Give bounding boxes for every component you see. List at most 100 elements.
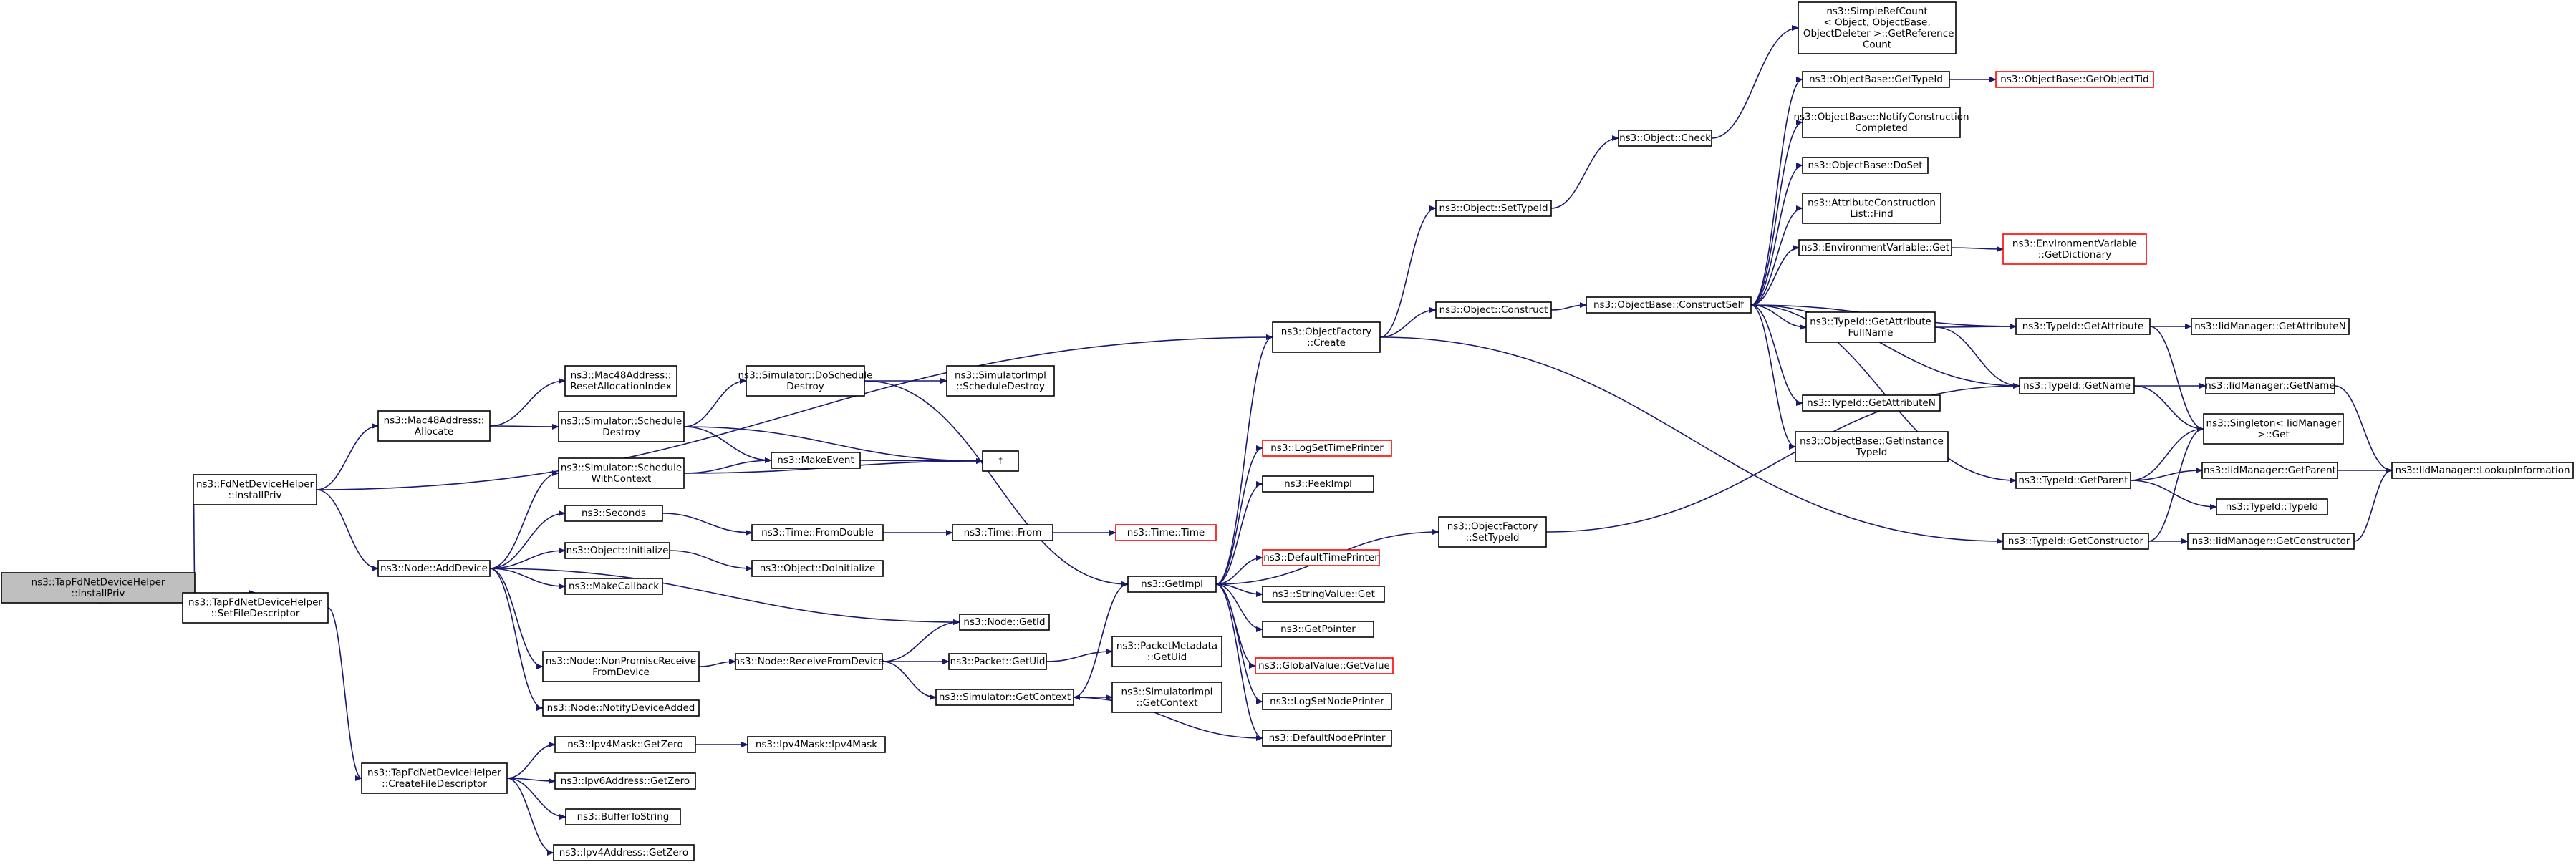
node-objbase-getobjtid[interactable]: ns3::ObjectBase::GetObjectTid — [1995, 71, 2154, 88]
edge-node-recvfrom-to-sim-getcontext — [882, 661, 937, 700]
node-ipv6-getzero[interactable]: ns3::Ipv6Address::GetZero — [554, 772, 696, 790]
node-box — [2015, 318, 2151, 335]
node-iid-getparent[interactable]: ns3::IidManager::GetParent — [2201, 462, 2338, 479]
node-typeid-getctor[interactable]: ns3::TypeId::GetConstructor — [2002, 533, 2149, 550]
node-envvar-get[interactable]: ns3::EnvironmentVariable::Get — [1798, 239, 1952, 256]
node-obj-construct[interactable]: ns3::Object::Construct — [1435, 301, 1552, 319]
node-globalvalue-get[interactable]: ns3::GlobalValue::GetValue — [1255, 657, 1394, 674]
node-packet-getuid[interactable]: ns3::Packet::GetUid — [948, 653, 1047, 670]
node-simimpl-getcontext[interactable]: ns3::SimulatorImpl::GetContext — [1111, 682, 1222, 713]
node-label: ns3::EnvironmentVariable::GetDictionary — [2012, 238, 2137, 261]
node-typeid-getattr[interactable]: ns3::TypeId::GetAttribute — [2015, 318, 2151, 335]
node-box — [1586, 296, 1752, 314]
node-node-getid[interactable]: ns3::Node::GetId — [959, 614, 1050, 631]
node-seconds[interactable]: ns3::Seconds — [564, 505, 663, 522]
node-ipv4mask-ctor[interactable]: ns3::Ipv4Mask::Ipv4Mask — [747, 736, 886, 753]
node-label: ns3::TypeId::GetAttributeN — [1807, 397, 1936, 409]
node-time-from[interactable]: ns3::Time::From — [952, 524, 1053, 541]
node-objbase-gettypeid[interactable]: ns3::ObjectBase::GetTypeId — [1802, 71, 1950, 88]
node-box — [948, 653, 1047, 670]
edge-node-adddevice-to-node-nonpromisc — [489, 568, 544, 669]
node-box — [751, 524, 884, 541]
node-singleton-get[interactable]: ns3::Singleton< IidManager>::Get — [2203, 413, 2344, 445]
node-typeid-typeid[interactable]: ns3::TypeId::TypeId — [2216, 498, 2328, 515]
node-sim-getcontext[interactable]: ns3::Simulator::GetContext — [935, 689, 1074, 706]
node-tap-createfd[interactable]: ns3::TapFdNetDeviceHelper::CreateFileDes… — [361, 762, 508, 794]
node-iid-getattrn[interactable]: ns3::IidManager::GetAttributeN — [2191, 318, 2350, 335]
node-obj-settypeid[interactable]: ns3::Object::SetTypeId — [1435, 200, 1552, 217]
node-label: ns3::Ipv4Mask::GetZero — [567, 739, 682, 750]
node-typeid-getattrn[interactable]: ns3::TypeId::GetAttributeN — [1802, 394, 1941, 412]
node-obj-doinit[interactable]: ns3::Object::DoInitialize — [751, 560, 884, 577]
node-box — [377, 560, 491, 577]
edge-sim-scheddestroy-to-makeevent — [683, 426, 772, 463]
edge-objfactory-settypeid-to-typeid-getname — [1545, 383, 2020, 533]
node-fd-installpriv[interactable]: ns3::FdNetDeviceHelper::InstallPriv — [193, 474, 317, 505]
node-node-adddevice[interactable]: ns3::Node::AddDevice — [377, 560, 491, 577]
node-box — [377, 410, 491, 442]
node-getimpl[interactable]: ns3::GetImpl — [1127, 576, 1217, 593]
node-defaultnode[interactable]: ns3::DefaultNodePrinter — [1262, 730, 1392, 747]
node-typeid-getname[interactable]: ns3::TypeId::GetName — [2019, 377, 2135, 394]
node-label: ns3::IidManager::GetAttributeN — [2194, 321, 2345, 332]
node-box — [1111, 682, 1222, 713]
node-time-fromdouble[interactable]: ns3::Time::FromDouble — [751, 524, 884, 541]
node-iid-lookup[interactable]: ns3::IidManager::LookupInformation — [2391, 462, 2574, 479]
node-label: ns3::IidManager::GetConstructor — [2192, 536, 2350, 547]
node-label: ns3::Singleton< IidManager>::Get — [2206, 417, 2341, 440]
node-root[interactable]: ns3::TapFdNetDeviceHelper::InstallPriv — [1, 572, 196, 604]
node-box — [2201, 462, 2338, 479]
node-label: ns3::IidManager::LookupInformation — [2395, 465, 2570, 476]
node-ipv4addr-getzero[interactable]: ns3::Ipv4Address::GetZero — [553, 844, 695, 861]
node-iid-getname[interactable]: ns3::IidManager::GetName — [2205, 377, 2335, 394]
node-buffertostring[interactable]: ns3::BufferToString — [565, 808, 681, 825]
node-box — [2205, 377, 2335, 394]
node-packetmeta-getuid[interactable]: ns3::PacketMetadata::GetUid — [1111, 636, 1222, 667]
node-mac-reset[interactable]: ns3::Mac48Address::ResetAllocationIndex — [564, 365, 677, 397]
node-simplerefcount[interactable]: ns3::SimpleRefCount< Object, ObjectBase,… — [1798, 1, 1957, 54]
node-box — [2015, 472, 2131, 489]
node-iid-getctor[interactable]: ns3::IidManager::GetConstructor — [2187, 533, 2355, 550]
node-stringvalue-get[interactable]: ns3::StringValue::Get — [1262, 586, 1385, 603]
node-time-time[interactable]: ns3::Time::Time — [1115, 524, 1217, 541]
node-box — [952, 524, 1053, 541]
node-getpointer[interactable]: ns3::GetPointer — [1262, 621, 1374, 638]
node-objfactory-settypeid[interactable]: ns3::ObjectFactory::SetTypeId — [1438, 516, 1547, 548]
node-typeid-getparent[interactable]: ns3::TypeId::GetParent — [2015, 472, 2131, 489]
node-simimpl-scheddestroy[interactable]: ns3::SimulatorImpl::ScheduleDestroy — [946, 365, 1055, 397]
node-f[interactable]: f — [982, 450, 1019, 472]
node-objfactory-create[interactable]: ns3::ObjectFactory::Create — [1272, 321, 1381, 353]
node-ipv4mask-getzero[interactable]: ns3::Ipv4Mask::GetZero — [554, 736, 696, 753]
node-objbase-constructself[interactable]: ns3::ObjectBase::ConstructSelf — [1586, 296, 1752, 314]
node-tap-setfd[interactable]: ns3::TapFdNetDeviceHelper::SetFileDescri… — [182, 592, 329, 624]
node-makeevent[interactable]: ns3::MakeEvent — [771, 452, 861, 469]
node-envvar-getdict[interactable]: ns3::EnvironmentVariable::GetDictionary — [2002, 233, 2147, 265]
node-node-notify[interactable]: ns3::Node::NotifyDeviceAdded — [542, 699, 700, 717]
node-objbase-doset[interactable]: ns3::ObjectBase::DoSet — [1802, 157, 1929, 174]
edge-getimpl-to-logsettime — [1215, 445, 1263, 585]
node-mac-allocate[interactable]: ns3::Mac48Address::Allocate — [377, 410, 491, 442]
node-logsettime[interactable]: ns3::LogSetTimePrinter — [1262, 440, 1392, 457]
node-node-recvfrom[interactable]: ns3::Node::ReceiveFromDevice — [733, 653, 884, 670]
node-obj-check[interactable]: ns3::Object::Check — [1618, 130, 1712, 147]
node-obj-init[interactable]: ns3::Object::Initialize — [564, 542, 670, 559]
node-label: ns3::Time::Time — [1127, 527, 1205, 538]
node-box — [564, 505, 663, 522]
node-defaulttime[interactable]: ns3::DefaultTimePrinter — [1262, 549, 1380, 566]
node-label: ns3::Ipv6Address::GetZero — [561, 775, 690, 787]
node-box — [935, 689, 1074, 706]
node-peekimpl[interactable]: ns3::PeekImpl — [1262, 475, 1374, 493]
node-makecallback[interactable]: ns3::MakeCallback — [564, 578, 663, 595]
node-box — [1798, 1, 1957, 54]
node-logsetnode[interactable]: ns3::LogSetNodePrinter — [1262, 693, 1392, 710]
